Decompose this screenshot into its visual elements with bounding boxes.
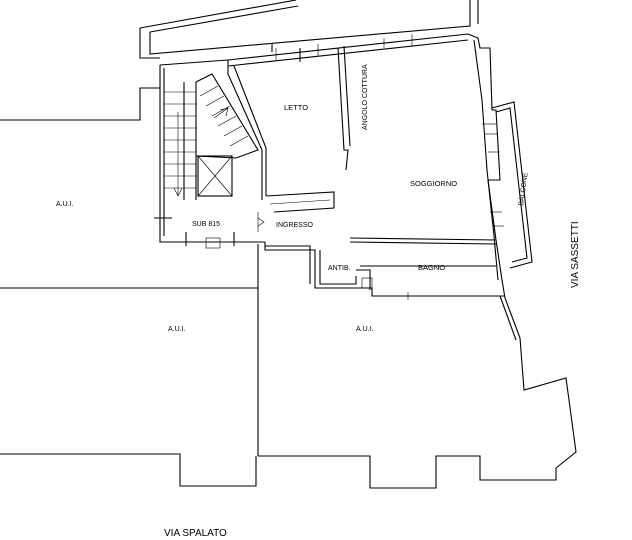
label-angolo-cottura: ANGOLO COTTURA — [362, 64, 369, 130]
internal-partitions — [154, 34, 504, 300]
top-courtyard-outline — [139, 0, 479, 59]
label-aui-south: A.U.I. — [356, 326, 374, 333]
room-labels: LETTO ANGOLO COTTURA SOGGIORNO BALCONE I… — [56, 64, 530, 333]
label-aui-west: A.U.I. — [56, 201, 74, 208]
surrounding-properties — [0, 87, 577, 489]
label-aui-southwest: A.U.I. — [168, 326, 186, 333]
street-via-spalato: VIA SPALATO — [164, 528, 227, 539]
label-letto: LETTO — [284, 103, 308, 112]
label-balcone: BALCONE — [518, 172, 530, 206]
label-bagno: BAGNO — [418, 263, 445, 272]
apartment-walls — [159, 33, 533, 299]
label-sub: SUB 815 — [192, 221, 220, 228]
label-ingresso: INGRESSO — [276, 222, 314, 229]
label-soggiorno: SOGGIORNO — [410, 179, 457, 188]
street-via-sassetti: VIA SASSETTI — [570, 221, 581, 288]
stairwell — [164, 60, 267, 200]
street-labels: VIA SASSETTI VIA SPALATO — [164, 221, 581, 539]
label-antib: ANTIB. — [328, 265, 351, 272]
